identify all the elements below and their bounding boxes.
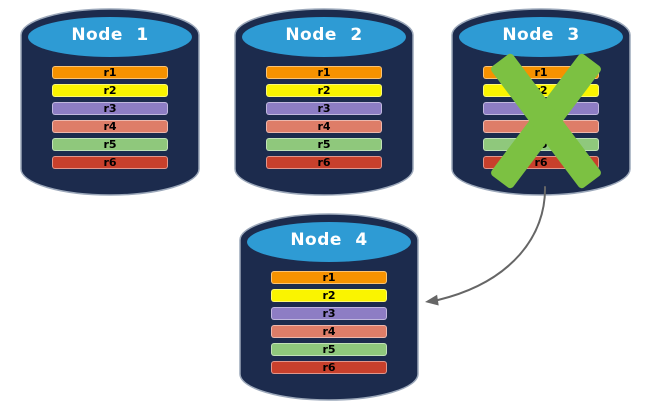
node-1-records: r1 r2 r3 r4 r5 r6 — [52, 66, 168, 174]
node-3-records: r1 r2 r3 r4 r5 r6 — [483, 66, 599, 174]
node-1-title: Node 1 — [71, 25, 149, 45]
record-bar-r6: r6 — [483, 156, 599, 169]
record-label: r2 — [534, 84, 548, 97]
record-label: r6 — [317, 156, 331, 169]
record-label: r2 — [103, 84, 117, 97]
record-bar-r2: r2 — [266, 84, 382, 97]
node-2-records: r1 r2 r3 r4 r5 r6 — [266, 66, 382, 174]
record-bar-r3: r3 — [52, 102, 168, 115]
record-label: r4 — [103, 120, 117, 133]
record-bar-r4: r4 — [52, 120, 168, 133]
record-bar-r1: r1 — [483, 66, 599, 79]
record-label: r6 — [534, 156, 548, 169]
record-bar-r3: r3 — [266, 102, 382, 115]
record-bar-r2: r2 — [52, 84, 168, 97]
record-label: r1 — [322, 271, 336, 284]
record-bar-r5: r5 — [266, 138, 382, 151]
record-label: r1 — [103, 66, 117, 79]
record-bar-r4: r4 — [271, 325, 387, 338]
record-label: r3 — [534, 102, 548, 115]
record-bar-r6: r6 — [52, 156, 168, 169]
record-label: r4 — [534, 120, 548, 133]
record-bar-r5: r5 — [271, 343, 387, 356]
record-bar-r4: r4 — [266, 120, 382, 133]
node-1: Node 1 r1 r2 r3 r4 r5 r6 — [20, 8, 200, 198]
record-label: r3 — [103, 102, 117, 115]
record-label: r2 — [317, 84, 331, 97]
record-bar-r1: r1 — [52, 66, 168, 79]
node-2-title: Node 2 — [285, 25, 363, 45]
arrowhead-icon — [425, 294, 439, 306]
node-4-records: r1 r2 r3 r4 r5 r6 — [271, 271, 387, 379]
node-4-title: Node 4 — [290, 230, 368, 250]
record-label: r5 — [317, 138, 331, 151]
record-label: r2 — [322, 289, 336, 302]
record-label: r6 — [322, 361, 336, 374]
record-bar-r3: r3 — [483, 102, 599, 115]
record-label: r5 — [322, 343, 336, 356]
record-label: r5 — [534, 138, 548, 151]
node-4: Node 4 r1 r2 r3 r4 r5 r6 — [239, 213, 419, 402]
node-3: Node 3 r1 r2 r3 r4 r5 r6 — [451, 8, 631, 198]
record-label: r3 — [317, 102, 331, 115]
record-bar-r5: r5 — [483, 138, 599, 151]
record-label: r4 — [322, 325, 336, 338]
record-bar-r2: r2 — [483, 84, 599, 97]
record-bar-r2: r2 — [271, 289, 387, 302]
record-bar-r1: r1 — [271, 271, 387, 284]
record-label: r5 — [103, 138, 117, 151]
record-label: r3 — [322, 307, 336, 320]
record-label: r4 — [317, 120, 331, 133]
record-bar-r6: r6 — [266, 156, 382, 169]
record-bar-r5: r5 — [52, 138, 168, 151]
record-label: r1 — [317, 66, 331, 79]
record-bar-r4: r4 — [483, 120, 599, 133]
node-2: Node 2 r1 r2 r3 r4 r5 r6 — [234, 8, 414, 198]
record-label: r6 — [103, 156, 117, 169]
record-label: r1 — [534, 66, 548, 79]
record-bar-r3: r3 — [271, 307, 387, 320]
record-bar-r1: r1 — [266, 66, 382, 79]
node-3-title: Node 3 — [502, 25, 580, 45]
record-bar-r6: r6 — [271, 361, 387, 374]
